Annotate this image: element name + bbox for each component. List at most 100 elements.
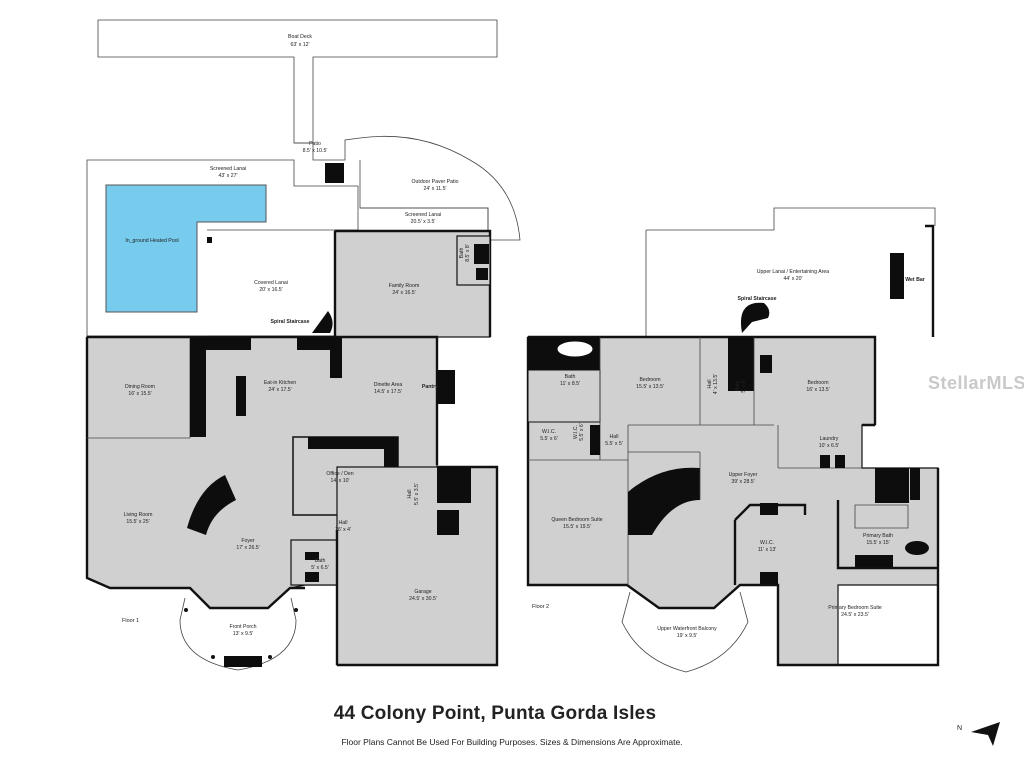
room-dimensions: 5' x 6.5' <box>311 565 329 571</box>
room-label: Wet Bar <box>905 277 925 283</box>
room-label: Patio <box>309 141 321 147</box>
room-dimensions: 15.5' x 19.5' <box>563 524 591 530</box>
room-label: Queen Bedroom Suite <box>551 517 602 523</box>
room-label: Spiral Staircase <box>738 296 777 302</box>
room-dimensions: 16' x 4' <box>335 527 351 533</box>
room-dimensions: 8.5' x 10.5' <box>303 148 328 154</box>
room-label: Upper Foyer <box>729 472 758 478</box>
room-dimensions: 15.5' x 25' <box>126 519 149 525</box>
room-label: Bedroom <box>639 377 660 383</box>
room-label: Front Porch <box>229 624 256 630</box>
room-label: Hall <box>610 434 619 440</box>
north-arrow-icon: N <box>957 722 1000 746</box>
room-label: Dining Room <box>125 384 155 390</box>
front-porch <box>179 597 298 671</box>
room-label: Primary Bedroom Suite <box>828 605 882 611</box>
room-label: Upper Waterfront Balcony <box>657 626 717 632</box>
room-dimensions: 14' x 10' <box>331 478 350 484</box>
room-label: Bath <box>315 558 326 564</box>
room-label: Foyer <box>241 538 255 544</box>
outdoor-paver-patio-outline <box>294 135 521 241</box>
room-dimensions: 13' x 9.5' <box>233 631 253 637</box>
floor-2-label: Floor 2 <box>532 604 549 610</box>
room-dimensions: 44' x 20' <box>784 276 803 282</box>
room-dimensions: 5.5' x 6' <box>540 436 558 442</box>
room-dimensions: 24.5' x 30.5' <box>409 596 437 602</box>
floor-1-plan <box>85 19 521 671</box>
room-dimensions: 16' x 13.5' <box>806 387 829 393</box>
garage <box>335 465 499 667</box>
property-title: 44 Colony Point, Punta Gorda Isles <box>333 703 657 724</box>
room-label: Bath <box>735 381 741 392</box>
room-dimensions: 5.5' x 3.5' <box>414 483 420 505</box>
room-dimensions: 11' x 8.5' <box>560 381 580 387</box>
upper-spiral-staircase-icon <box>740 302 770 333</box>
room-dimensions: 8.5' x 8' <box>465 244 471 262</box>
room-dimensions: 10' x 6.5' <box>819 443 839 449</box>
floor-1-label: Floor 1 <box>122 618 139 624</box>
room-dimensions: 39' x 28.5' <box>731 479 754 485</box>
room-dimensions: 5.5' x 6' <box>579 423 585 441</box>
room-label: Office / Den <box>326 471 353 477</box>
room-dimensions: 16' x 15.5' <box>128 391 151 397</box>
room-label: Boat Deck <box>288 34 312 40</box>
room-dimensions: 43' x 27' <box>219 173 238 179</box>
room-dimensions: 24.5' x 23.5' <box>841 612 869 618</box>
room-label: W.I.C. <box>760 540 774 546</box>
spiral-staircase-icon <box>312 311 333 333</box>
floor-2-plan <box>526 207 940 673</box>
room-label: W.I.C. <box>573 425 579 439</box>
room-label: Pantry <box>422 384 438 390</box>
room-label: Bedroom <box>807 380 828 386</box>
room-label: Hall <box>407 490 413 499</box>
room-label: Screened Lanai <box>210 166 246 172</box>
room-label: W.I.C. <box>542 429 556 435</box>
upper-foyer-staircase <box>628 467 700 535</box>
room-dimensions: 24' x 17.5' <box>268 387 291 393</box>
room-label: Dinette Area <box>374 382 403 388</box>
room-label: Covered Lanai <box>254 280 288 286</box>
room-label: Family Room <box>389 283 420 289</box>
room-label: Spiral Staircase <box>271 319 310 325</box>
column <box>325 163 344 183</box>
room-label: Eat-in Kitchen <box>264 380 296 386</box>
floor-2-labels: Upper Lanai / Entertaining Area 44' x 20… <box>540 269 925 639</box>
room-dimensions: 11' x 13' <box>758 547 777 553</box>
post <box>207 237 212 243</box>
family-room <box>333 229 492 338</box>
floor-1-labels: Boat Deck 63' x 12' Patio 8.5' x 10.5' S… <box>124 34 471 637</box>
room-label: Upper Lanai / Entertaining Area <box>757 269 829 275</box>
room-label: Bath <box>565 374 576 380</box>
room-label: Hall <box>707 380 713 389</box>
room-label: Screened Lanai <box>405 212 441 218</box>
room-label: In_ground Heated Pool <box>125 238 178 244</box>
room-dimensions: 19' x 9.5' <box>677 633 697 639</box>
room-dimensions: 15.5' x 15' <box>866 540 889 546</box>
watermark-logo: StellarMLS <box>928 373 1024 393</box>
room-dimensions: 24' x 16.5' <box>392 290 415 296</box>
upper-house <box>526 335 940 667</box>
room-dimensions: 4' x 13.5' <box>713 374 719 394</box>
room-dimensions: 14.5' x 17.5' <box>374 389 402 395</box>
disclaimer-text: Floor Plans Cannot Be Used For Building … <box>341 737 683 747</box>
room-label: Outdoor Paver Patio <box>411 179 458 185</box>
pool <box>105 184 267 313</box>
room-dimensions: 15.5' x 13.5' <box>636 384 664 390</box>
room-dimensions: 17' x 26.5' <box>236 545 259 551</box>
room-label: Hall <box>339 520 348 526</box>
room-label: Living Room <box>124 512 153 518</box>
room-dimensions: 5' x 8' <box>741 379 747 392</box>
upper-waterfront-balcony <box>621 591 749 673</box>
room-dimensions: 20' x 16.5' <box>259 287 282 293</box>
room-label: Bath <box>459 248 465 259</box>
room-label: Primary Bath <box>863 533 893 539</box>
screened-lanai-2-outline <box>360 207 489 230</box>
upper-lanai <box>645 207 936 337</box>
room-dimensions: 24' x 11.5' <box>424 186 447 192</box>
room-label: Laundry <box>820 436 839 442</box>
compass-letter: N <box>957 725 962 732</box>
room-dimensions: 63' x 12' <box>291 42 310 48</box>
foyer-staircase <box>187 475 236 535</box>
room-label: Garage <box>414 589 431 595</box>
